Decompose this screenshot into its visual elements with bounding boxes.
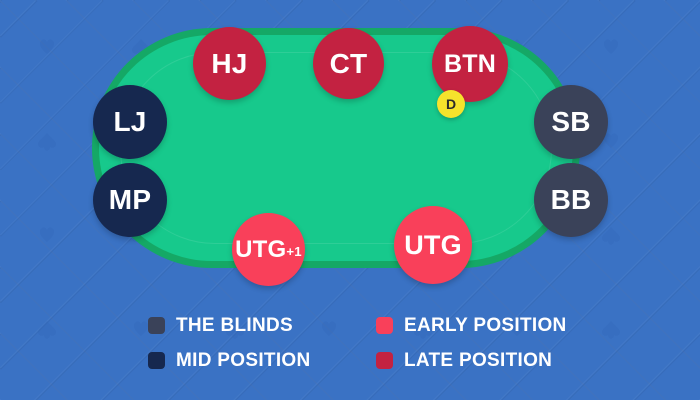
seat-ct[interactable]: CT	[313, 28, 384, 99]
seat-label: HJ	[211, 47, 248, 79]
seat-label: CT	[329, 47, 368, 79]
seat-label: BTN	[444, 49, 496, 78]
seat-label-suffix: +1	[286, 244, 302, 260]
dealer-button[interactable]: D	[437, 90, 465, 118]
legend-swatch-blinds	[148, 317, 165, 334]
legend-item-mid: MID POSITION	[148, 350, 376, 372]
dealer-button-label: D	[445, 96, 457, 112]
legend-label-late: LATE POSITION	[404, 349, 553, 371]
legend-label-mid: MID POSITION	[176, 349, 311, 371]
legend-label-early: EARLY POSITION	[404, 314, 567, 336]
seat-label: SB	[551, 106, 591, 137]
seat-utg1[interactable]: UTG+1	[232, 213, 305, 286]
seat-label: MP	[108, 184, 152, 215]
seat-label: LJ	[113, 106, 147, 137]
legend-label-blinds: THE BLINDS	[176, 314, 293, 336]
seat-mp[interactable]: MP	[93, 163, 167, 237]
seat-hj[interactable]: HJ	[193, 27, 266, 100]
legend-swatch-mid	[148, 352, 165, 369]
seat-label: UTG	[404, 229, 462, 260]
legend-swatch-early	[376, 317, 393, 334]
seat-sb[interactable]: SB	[534, 85, 608, 159]
seat-label: UTG	[235, 235, 287, 263]
seat-btn[interactable]: BTN	[432, 26, 508, 102]
legend: THE BLINDS EARLY POSITION MID POSITION LATE…	[148, 308, 568, 378]
legend-item-early: EARLY POSITION	[376, 315, 568, 337]
seat-lj[interactable]: LJ	[93, 85, 167, 159]
seat-utg[interactable]: UTG	[394, 206, 472, 284]
legend-item-late: LATE POSITION	[376, 350, 568, 372]
legend-item-blinds: THE BLINDS	[148, 315, 376, 337]
seat-bb[interactable]: BB	[534, 163, 608, 237]
legend-swatch-late	[376, 352, 393, 369]
seat-label: BB	[550, 184, 592, 215]
